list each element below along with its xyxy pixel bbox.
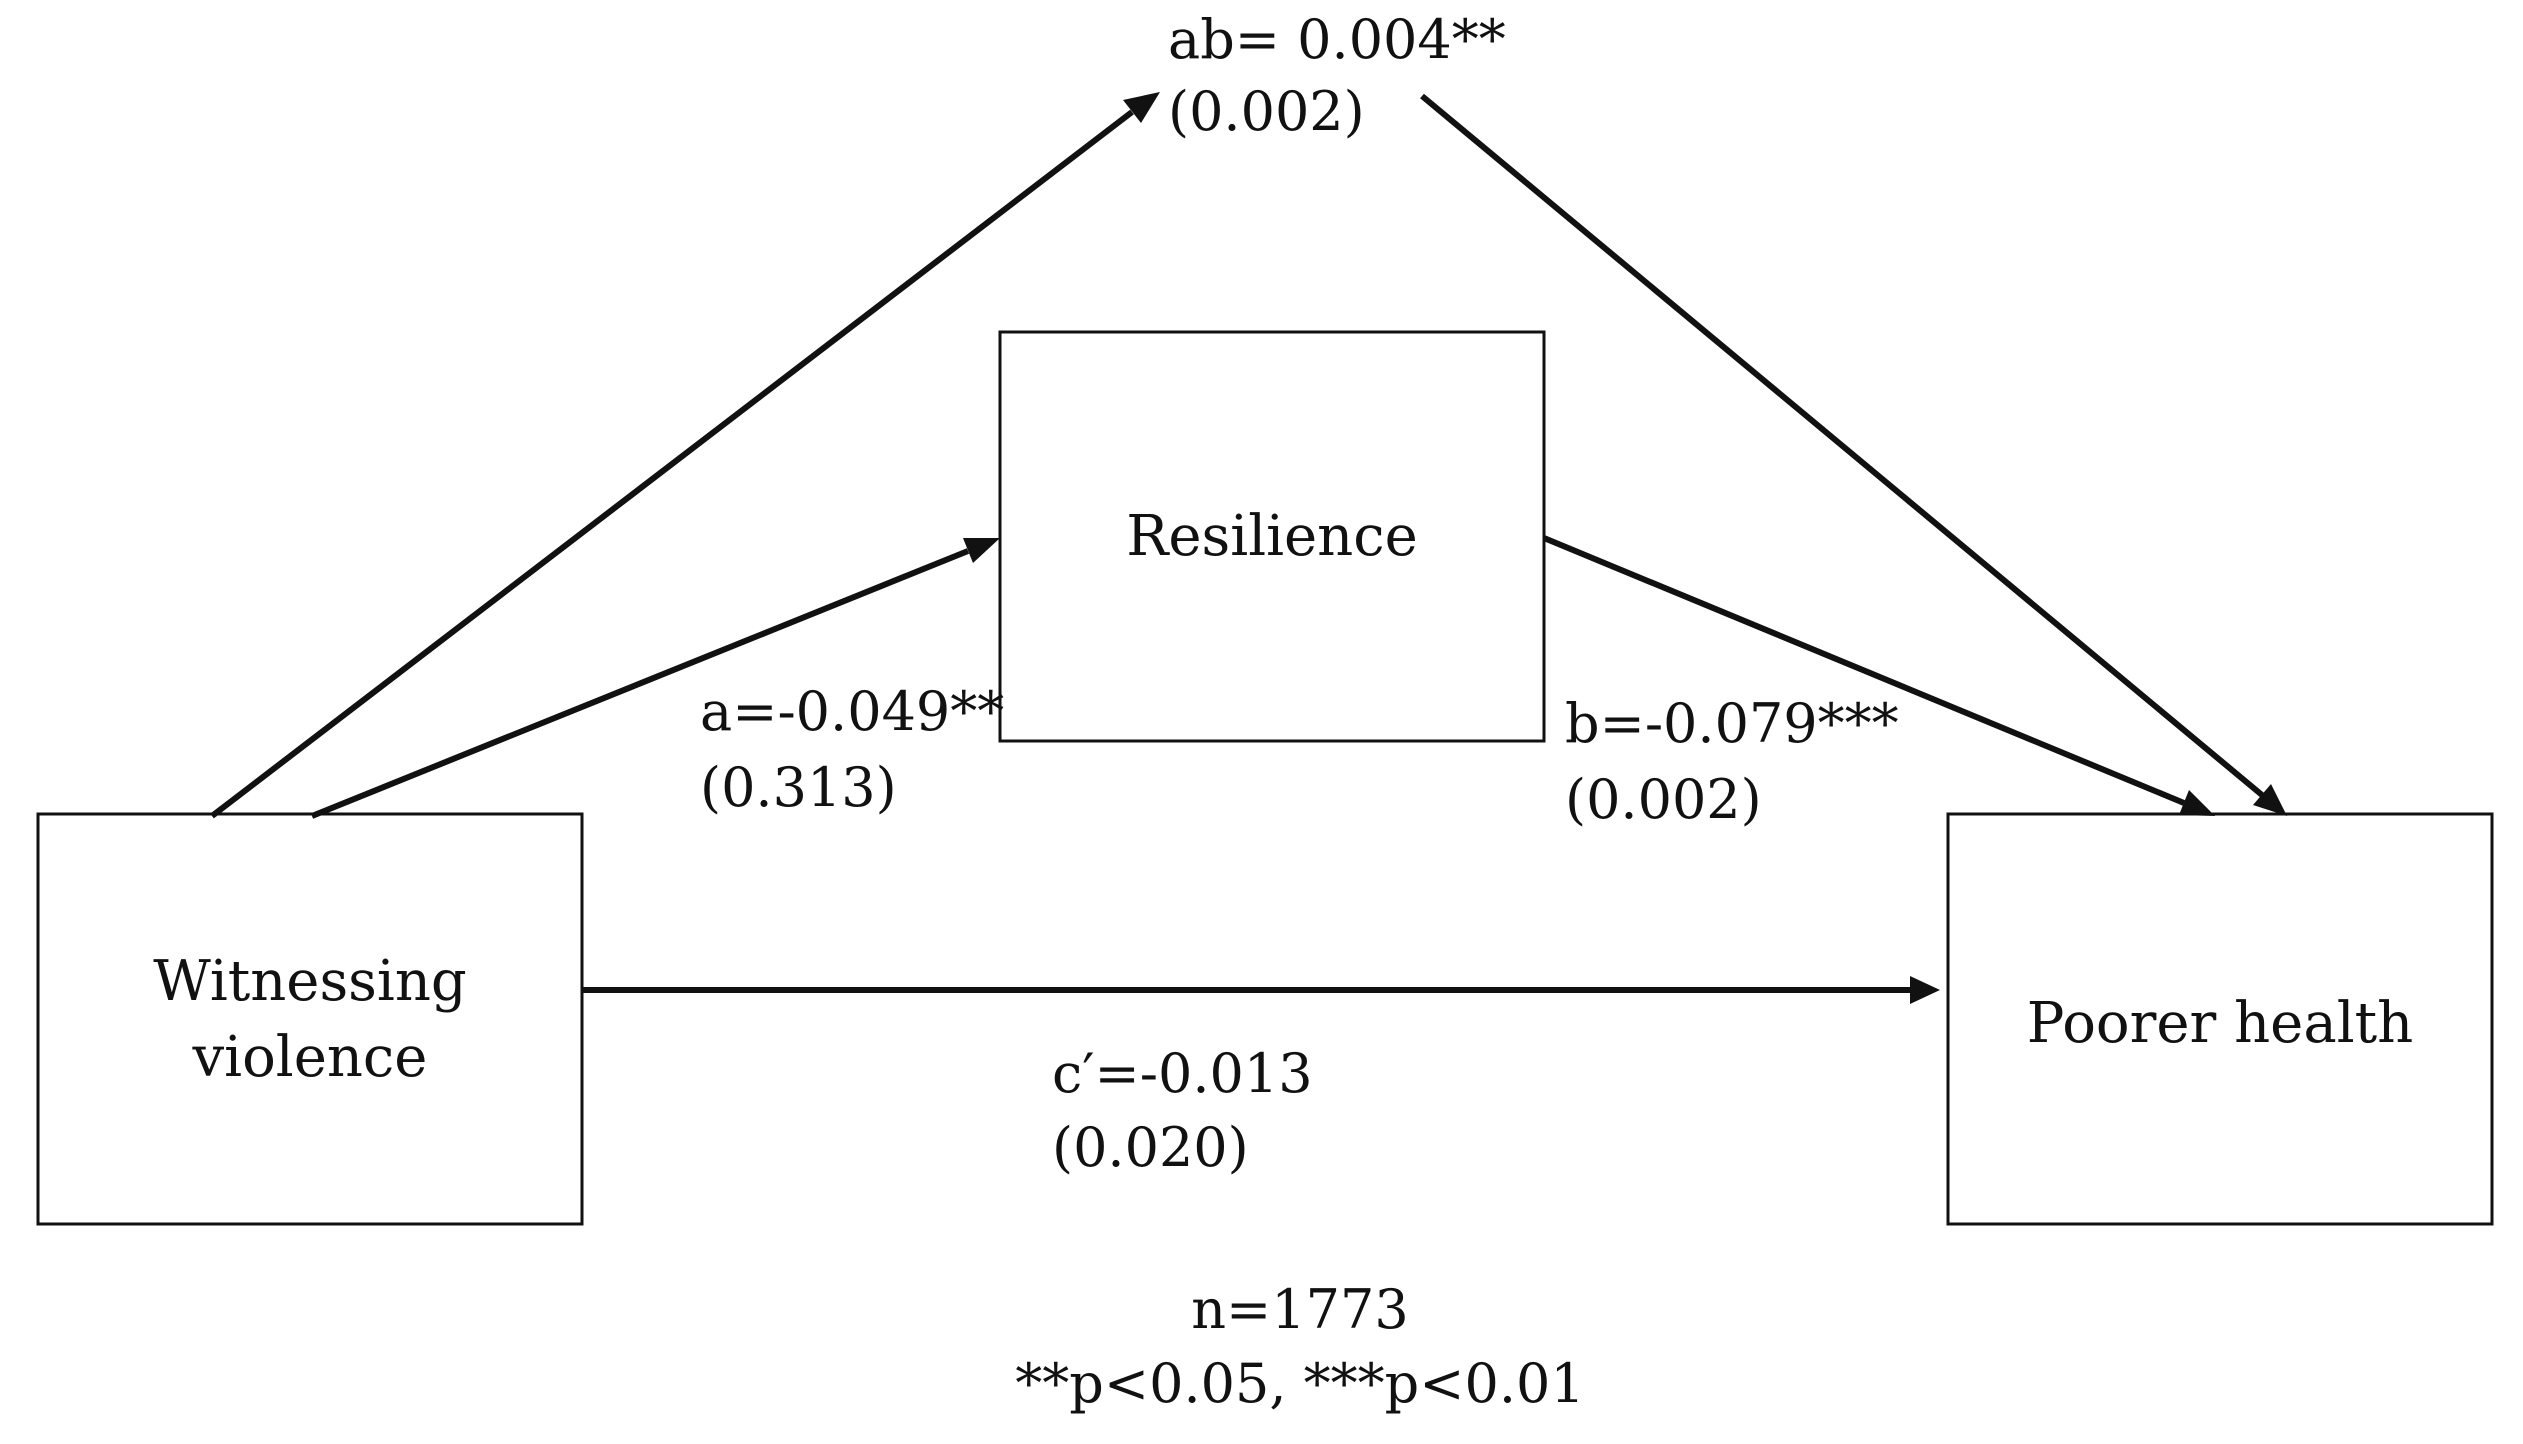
- witnessing-violence-label-line1: Witnessing: [153, 949, 467, 1014]
- path-ab-arrow-line-1: [210, 109, 1134, 819]
- path-ab-arrowhead-2: [2253, 784, 2287, 816]
- witnessing-violence-label-line2: violence: [192, 1025, 428, 1090]
- resilience-label: Resilience: [1126, 504, 1417, 569]
- path-ab-arrow-line-2: [1420, 93, 2264, 798]
- witnessing-violence-box: [36, 812, 584, 1226]
- path-a-coefficient: a=-0.049**: [700, 680, 1004, 743]
- poorer-health-label: Poorer health: [2027, 991, 2413, 1056]
- path-a-arrowhead: [963, 538, 1000, 563]
- path-ab-standard-error: (0.002): [1168, 80, 1365, 143]
- path-b-arrowhead: [2179, 790, 2215, 816]
- path-a-arrow-line: [310, 548, 970, 819]
- path-c-prime-arrowhead: [1910, 976, 1940, 1004]
- path-b-standard-error: (0.002): [1565, 768, 1762, 831]
- sample-size-note: n=1773: [1191, 1278, 1408, 1341]
- path-a-standard-error: (0.313): [700, 756, 897, 819]
- significance-note: **p<0.05, ***p<0.01: [1015, 1352, 1584, 1415]
- poorer-health-box: [1946, 812, 2494, 1226]
- path-c-prime-coefficient: c′=-0.013: [1052, 1042, 1313, 1105]
- resilience-box: [998, 330, 1546, 743]
- path-b-arrow-line: [1542, 535, 2186, 806]
- path-c-prime-standard-error: (0.020): [1052, 1116, 1249, 1179]
- path-ab-arrowhead-1: [1123, 92, 1160, 123]
- path-b-coefficient: b=-0.079***: [1565, 692, 1899, 755]
- path-ab-coefficient: ab= 0.004**: [1168, 8, 1506, 71]
